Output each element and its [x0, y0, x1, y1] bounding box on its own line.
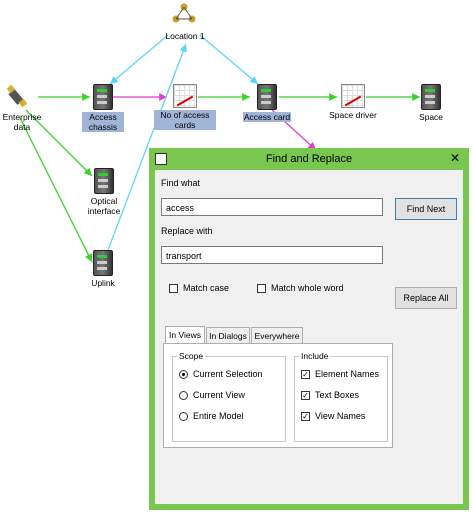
include-element-names-checkbox[interactable]: ✓: [301, 370, 310, 379]
dialog-body: Find what access Find Next Replace with …: [155, 170, 463, 504]
node-location-1[interactable]: Location 1: [158, 31, 212, 41]
node-optical-interface[interactable]: Optical interface: [82, 168, 126, 216]
match-case-checkbox[interactable]: [169, 284, 178, 293]
link-location-card[interactable]: [199, 34, 259, 85]
match-whole-word-checkbox[interactable]: [257, 284, 266, 293]
replace-all-button[interactable]: Replace All: [395, 287, 457, 309]
node-space[interactable]: Space: [412, 84, 450, 122]
link-uplink-location[interactable]: [107, 43, 187, 251]
node-label: Uplink: [91, 278, 115, 288]
include-view-names-checkbox[interactable]: ✓: [301, 412, 310, 421]
node-access-chassis[interactable]: Access chassis: [82, 84, 124, 132]
replace-with-label: Replace with: [161, 226, 213, 236]
tab-everywhere[interactable]: Everywhere: [251, 327, 303, 343]
include-title: Include: [299, 351, 331, 361]
server-icon: [93, 250, 113, 276]
node-access-card[interactable]: Access card: [240, 84, 294, 122]
match-case-label: Match case: [183, 283, 230, 293]
server-icon: [257, 84, 277, 110]
node-label: Access card: [242, 112, 292, 122]
include-text-boxes-label: Text Boxes: [315, 390, 360, 400]
include-view-names-label: View Names: [315, 411, 366, 421]
node-no-of-access-cards[interactable]: No of access cards: [154, 84, 216, 130]
server-icon: [93, 84, 113, 110]
include-group: Include ✓ Element Names ✓ Text Boxes ✓ V…: [294, 351, 388, 442]
tab-panel-in-views: Scope Current Selection Current View Ent…: [163, 343, 393, 448]
scope-group: Scope Current Selection Current View Ent…: [172, 351, 286, 442]
server-icon: [421, 84, 441, 110]
find-next-button[interactable]: Find Next: [395, 198, 457, 220]
close-button[interactable]: ✕: [449, 151, 461, 165]
find-what-input[interactable]: access: [161, 198, 383, 216]
node-label: Location 1: [165, 31, 205, 41]
tab-in-dialogs[interactable]: In Dialogs: [206, 327, 250, 343]
satellite-icon: [6, 84, 28, 108]
dialog-title-bar[interactable]: Find and Replace ✕: [149, 148, 469, 170]
node-label: Optical interface: [87, 196, 121, 216]
link-location-chassis[interactable]: [109, 34, 169, 85]
radio-entire-model[interactable]: [179, 412, 188, 421]
include-text-boxes-checkbox[interactable]: ✓: [301, 391, 310, 400]
tab-in-views[interactable]: In Views: [165, 326, 205, 343]
node-space-driver[interactable]: Space driver: [322, 84, 384, 120]
link-enterprise-optical[interactable]: [25, 109, 93, 177]
link-enterprise-uplink[interactable]: [19, 117, 93, 263]
node-enterprise-data[interactable]: Enterprise data: [0, 112, 44, 132]
node-label: Enterprise data: [2, 112, 42, 132]
dialog-title: Find and Replace: [265, 153, 353, 165]
find-replace-dialog: Find and Replace ✕ Find what access Find…: [149, 148, 469, 510]
replace-with-input[interactable]: transport: [161, 246, 383, 264]
include-element-names-label: Element Names: [315, 369, 380, 379]
radio-label-current-view: Current View: [193, 390, 245, 400]
node-label: Access chassis: [82, 112, 124, 132]
node-uplink[interactable]: Uplink: [86, 250, 120, 288]
scope-title: Scope: [177, 351, 206, 361]
window-icon: [155, 153, 167, 165]
node-label: No of access cards: [154, 110, 216, 130]
match-whole-word-label: Match whole word: [271, 283, 344, 293]
radio-current-selection[interactable]: [179, 370, 188, 379]
node-label: Space: [418, 112, 444, 122]
radio-current-view[interactable]: [179, 391, 188, 400]
node-label: Space driver: [329, 110, 377, 120]
network-icon: [172, 3, 196, 23]
radio-label-current-selection: Current Selection: [193, 369, 263, 379]
server-icon: [94, 168, 114, 194]
chart-icon: [341, 84, 365, 108]
find-what-label: Find what: [161, 178, 201, 188]
chart-icon: [173, 84, 197, 108]
radio-label-entire-model: Entire Model: [193, 411, 244, 421]
